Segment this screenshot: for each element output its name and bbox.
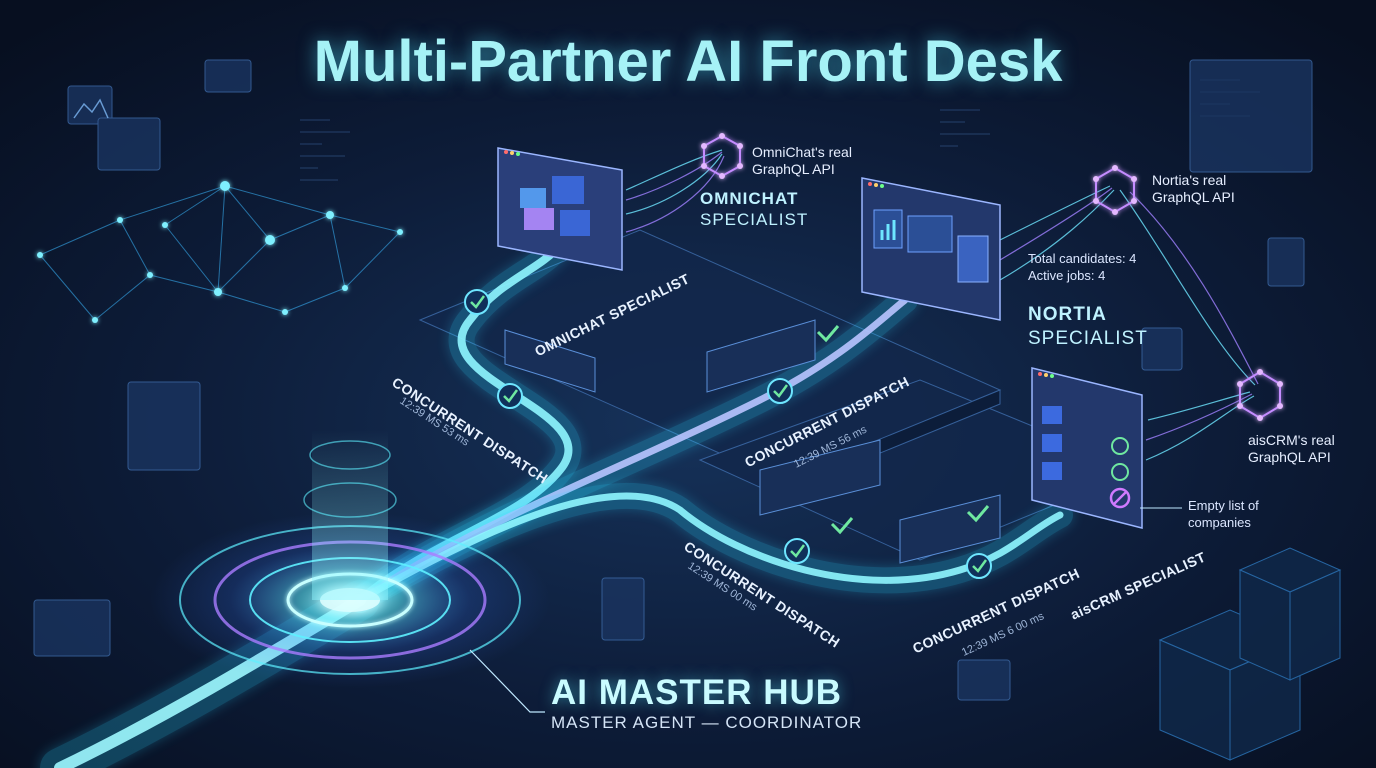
nortia-name-line2: SPECIALIST: [1028, 328, 1148, 349]
omnichat-api-label: OmniChat's real GraphQL API: [752, 144, 852, 178]
check-icon: [784, 538, 810, 564]
nortia-active-jobs: Active jobs: 4: [1028, 268, 1106, 283]
nortia-module: [861, 177, 1001, 321]
aiscrm-note: Empty list of companies: [1188, 497, 1259, 531]
check-icon: [767, 378, 793, 404]
right-floating-cards: [957, 59, 1313, 701]
aiscrm-note-line1: Empty list of: [1188, 498, 1259, 513]
omnichat-specialist-label: OMNICHAT SPECIALIST: [700, 188, 808, 230]
nortia-graphql-icon: [1093, 165, 1137, 215]
aiscrm-graphql-icon: [1237, 369, 1283, 421]
nortia-total-candidates: Total candidates: 4: [1028, 251, 1137, 266]
api-connection-fans: [625, 149, 1259, 461]
aiscrm-api-label: aisCRM's real GraphQL API: [1248, 432, 1335, 466]
page-title: Multi-Partner AI Front Desk: [313, 29, 1063, 94]
omnichat-api-line2: GraphQL API: [752, 161, 835, 177]
aiscrm-module: [1031, 367, 1143, 529]
left-floating-cards: [33, 59, 645, 657]
nortia-specialist-label: NORTIA SPECIALIST: [1028, 303, 1148, 351]
aiscrm-api-line2: GraphQL API: [1248, 449, 1331, 465]
check-icon: [966, 553, 992, 579]
nortia-name-line1: NORTIA: [1028, 304, 1107, 325]
omnichat-module: [497, 147, 623, 271]
check-icon: [830, 517, 854, 535]
code-snippet-cards: [504, 319, 1001, 564]
hub-leader-line: [469, 649, 545, 713]
left-network-mesh: [37, 181, 403, 323]
omnichat-graphql-icon: [701, 133, 743, 179]
aiscrm-note-line2: companies: [1188, 515, 1251, 530]
omnichat-api-line1: OmniChat's real: [752, 144, 852, 160]
hub-rings: [150, 430, 550, 688]
nortia-api-line2: GraphQL API: [1152, 189, 1235, 205]
hub-subtitle: MASTER AGENT — COORDINATOR: [551, 713, 863, 732]
aiscrm-api-line1: aisCRM's real: [1248, 432, 1335, 448]
hub-title: AI MASTER HUB: [551, 673, 843, 712]
right-wireframe-blocks: [1158, 547, 1342, 761]
check-icon: [497, 383, 523, 409]
nortia-stats: Total candidates: 4 Active jobs: 4: [1028, 250, 1136, 284]
check-icon: [464, 289, 490, 315]
check-icon: [966, 505, 990, 523]
nortia-api-line1: Nortia's real: [1152, 172, 1227, 188]
omnichat-name-line1: OMNICHAT: [700, 189, 799, 208]
mountain-icon: [73, 98, 109, 119]
nortia-api-label: Nortia's real GraphQL API: [1152, 172, 1235, 206]
omnichat-name-line2: SPECIALIST: [700, 210, 809, 229]
check-badges: [464, 289, 992, 579]
check-icon: [816, 325, 840, 343]
